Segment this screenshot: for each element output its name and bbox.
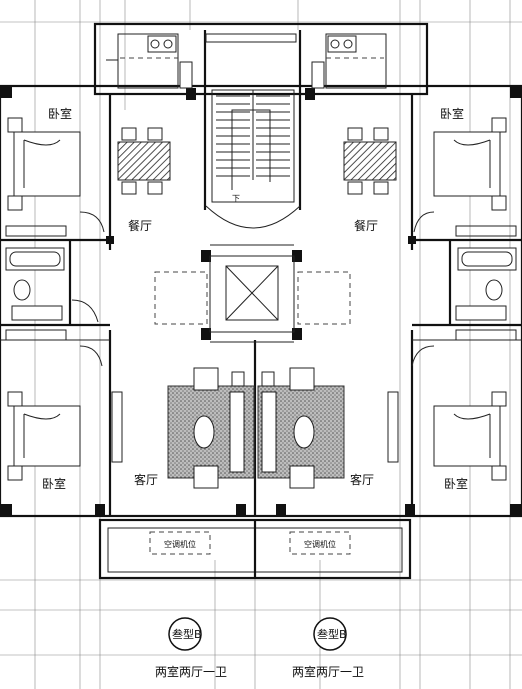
bedroom-bottom-right-label: 卧室 <box>444 476 468 491</box>
elevator <box>209 244 295 343</box>
stair-down-label: 下 <box>232 194 240 203</box>
ac-box-left <box>149 531 211 555</box>
bed-top-right <box>413 117 507 233</box>
window-marks <box>5 33 517 341</box>
bathroom-left <box>5 247 99 323</box>
bedroom-top-right-label: 卧室 <box>440 106 464 121</box>
kitchen-left <box>106 33 193 89</box>
bed-top-left <box>7 117 105 233</box>
living-set-left <box>167 367 255 489</box>
living-right-label: 客厅 <box>350 472 374 487</box>
exterior-walls <box>0 22 522 580</box>
ac-label-right: 空调机位 <box>304 539 336 549</box>
living-left-label: 客厅 <box>134 472 158 487</box>
structural-columns <box>0 86 522 516</box>
dashed-zones <box>154 271 351 325</box>
dining-table-left <box>117 127 171 195</box>
stair <box>205 89 301 229</box>
ac-label-left: 空调机位 <box>164 539 196 549</box>
bed-bottom-right <box>387 345 507 481</box>
unit-badge-left: 叁型B <box>168 617 202 651</box>
bedroom-top-left-label: 卧室 <box>48 106 72 121</box>
living-set-right <box>257 367 345 489</box>
interior-walls <box>0 30 522 516</box>
bed-bottom-left <box>7 345 123 481</box>
dining-left-label: 餐厅 <box>128 218 152 233</box>
dining-table-right <box>343 127 397 195</box>
bathroom-right <box>455 247 517 321</box>
bedroom-bottom-left-label: 卧室 <box>42 476 66 491</box>
kitchen-right <box>311 33 387 89</box>
dining-right-label: 餐厅 <box>354 218 378 233</box>
unit-caption-right: 两室两厅一卫 <box>292 664 364 679</box>
unit-caption-left: 两室两厅一卫 <box>155 664 227 679</box>
ac-box-right <box>289 531 351 555</box>
unit-badge-left-text: 叁型B <box>172 627 202 641</box>
unit-badge-right: 叁型B <box>313 617 347 651</box>
unit-badge-right-text: 叁型B <box>317 627 347 641</box>
